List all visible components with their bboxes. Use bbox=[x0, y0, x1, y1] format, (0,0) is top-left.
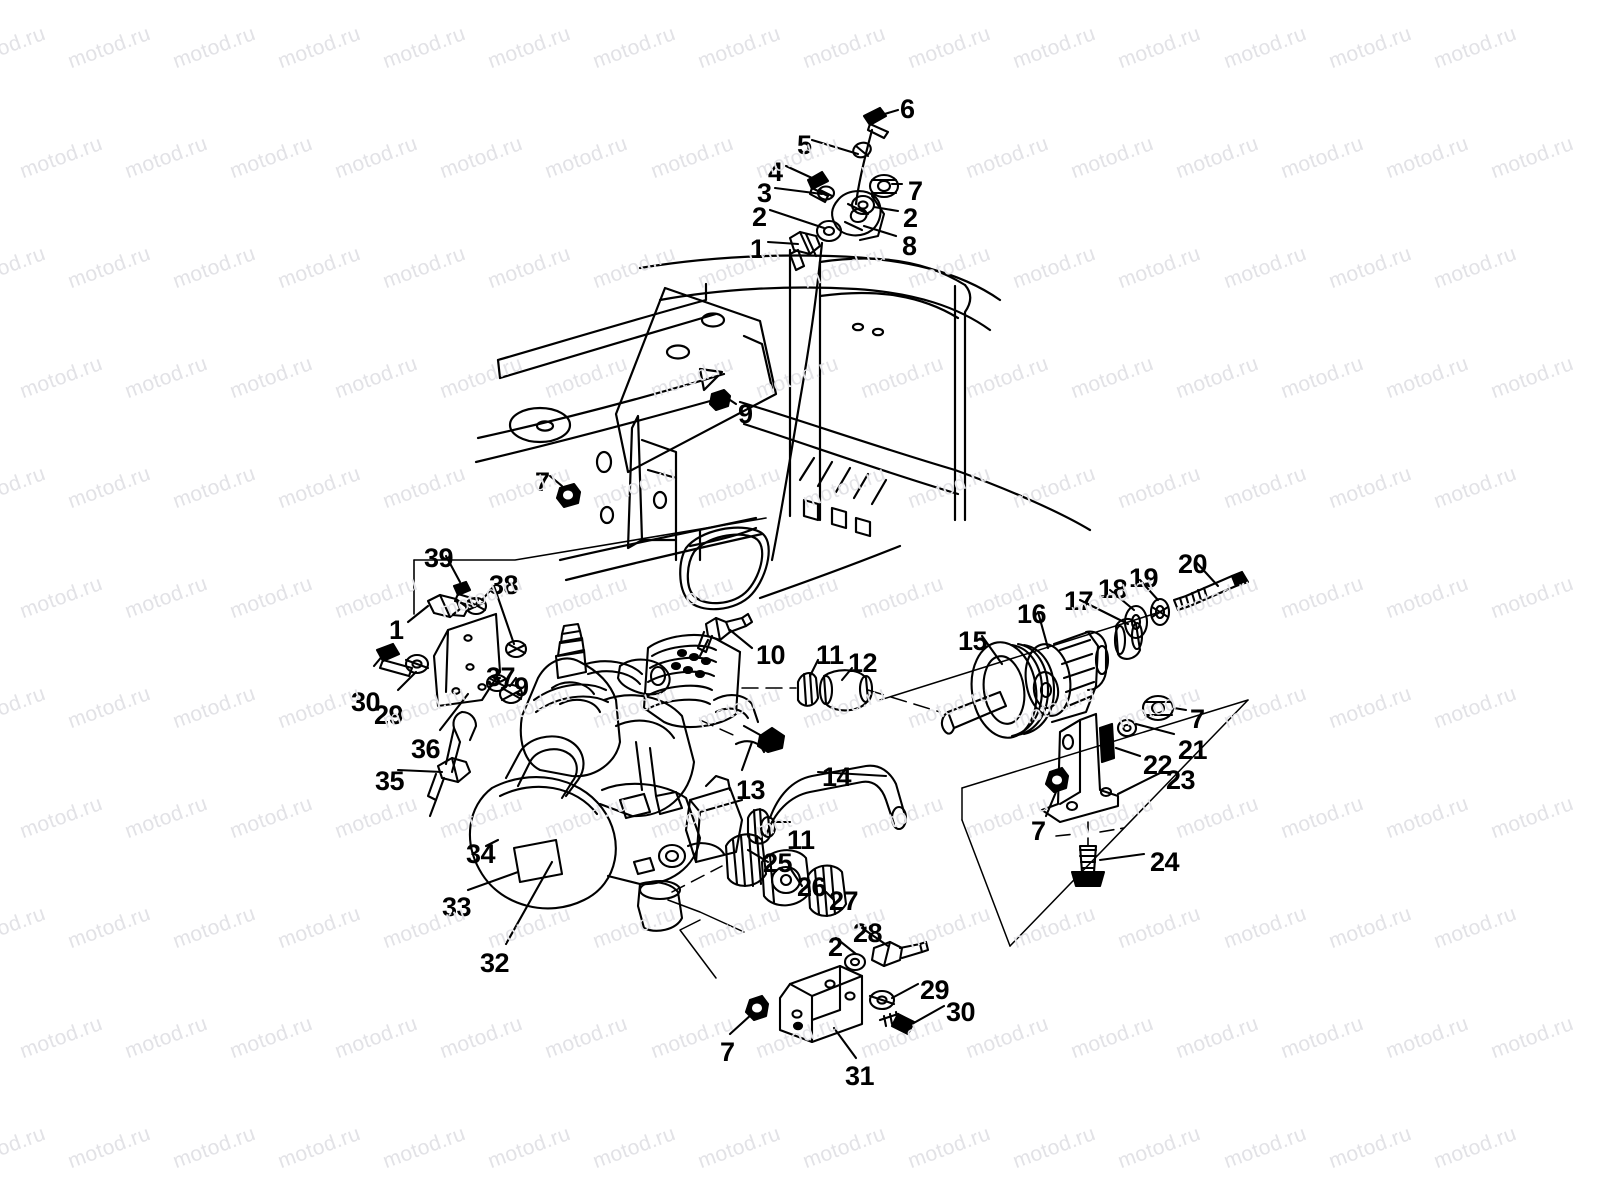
callout-24: 24 bbox=[1150, 847, 1180, 877]
callout-37: 37 bbox=[486, 662, 516, 692]
engine-assembly bbox=[469, 622, 786, 932]
callout-26: 26 bbox=[797, 872, 827, 902]
callout-30-plate: 30 bbox=[351, 687, 381, 717]
drive-coupler-group bbox=[724, 832, 848, 918]
frame-fasteners bbox=[555, 388, 732, 509]
callout-9-frame: 9 bbox=[738, 399, 753, 429]
callout-32: 32 bbox=[480, 948, 510, 978]
callout-7-pump-lower: 7 bbox=[1031, 816, 1046, 846]
rear-bracket-group bbox=[744, 940, 930, 1044]
callout-23: 23 bbox=[1166, 765, 1196, 795]
callout-12: 12 bbox=[848, 648, 878, 678]
callout-4: 4 bbox=[768, 157, 783, 187]
callout-33: 33 bbox=[442, 892, 472, 922]
assembly-guide-lines bbox=[667, 611, 1249, 979]
callout-7-frame: 7 bbox=[535, 467, 550, 497]
callout-20: 20 bbox=[1178, 549, 1208, 579]
callout-30-rear: 30 bbox=[946, 997, 976, 1027]
callout-9-plate: 9 bbox=[514, 672, 529, 702]
callout-7-pump-upper: 7 bbox=[1190, 704, 1205, 734]
callout-2-rear: 2 bbox=[828, 932, 843, 962]
callout-13: 13 bbox=[736, 775, 766, 805]
callout-39: 39 bbox=[424, 543, 454, 573]
callout-22: 22 bbox=[1143, 750, 1173, 780]
spark-plug-10 bbox=[696, 612, 754, 658]
callout-3: 3 bbox=[757, 178, 772, 208]
callout-36: 36 bbox=[411, 734, 441, 764]
callout-8: 8 bbox=[902, 231, 917, 261]
callout-15: 15 bbox=[958, 626, 988, 656]
chassis-frame bbox=[474, 248, 1092, 611]
callout-5: 5 bbox=[797, 130, 812, 160]
callout-17: 17 bbox=[1064, 586, 1094, 616]
callout-21: 21 bbox=[1178, 735, 1208, 765]
callout-1-cable: 1 bbox=[750, 234, 765, 264]
throttle-cable-assembly bbox=[770, 106, 900, 562]
callout-18: 18 bbox=[1098, 574, 1128, 604]
callout-2-cable-a: 2 bbox=[752, 202, 767, 232]
callout-1-plate: 1 bbox=[389, 615, 404, 645]
callout-38: 38 bbox=[489, 570, 519, 600]
callout-2-cable-b: 2 bbox=[903, 203, 918, 233]
callout-29-rear: 29 bbox=[920, 975, 950, 1005]
callout-25: 25 bbox=[763, 848, 793, 878]
callout-34: 34 bbox=[466, 839, 496, 869]
callout-27: 27 bbox=[829, 886, 859, 916]
hose-clamp-group bbox=[796, 669, 874, 712]
callout-28: 28 bbox=[853, 918, 883, 948]
callout-16: 16 bbox=[1017, 599, 1047, 629]
callout-7-cable: 7 bbox=[908, 176, 923, 206]
callout-14: 14 bbox=[822, 762, 852, 792]
callout-11-lower: 11 bbox=[787, 825, 815, 855]
callout-29-plate: 29 bbox=[374, 700, 404, 730]
callout-6: 6 bbox=[900, 94, 915, 124]
callout-19: 19 bbox=[1129, 563, 1159, 593]
fuel-valve-group bbox=[426, 710, 478, 818]
callout-10: 10 bbox=[756, 640, 786, 670]
callout-35: 35 bbox=[375, 766, 405, 796]
callout-31: 31 bbox=[845, 1061, 875, 1091]
callout-11-upper: 11 bbox=[816, 640, 844, 670]
callout-7-rear: 7 bbox=[720, 1037, 735, 1067]
